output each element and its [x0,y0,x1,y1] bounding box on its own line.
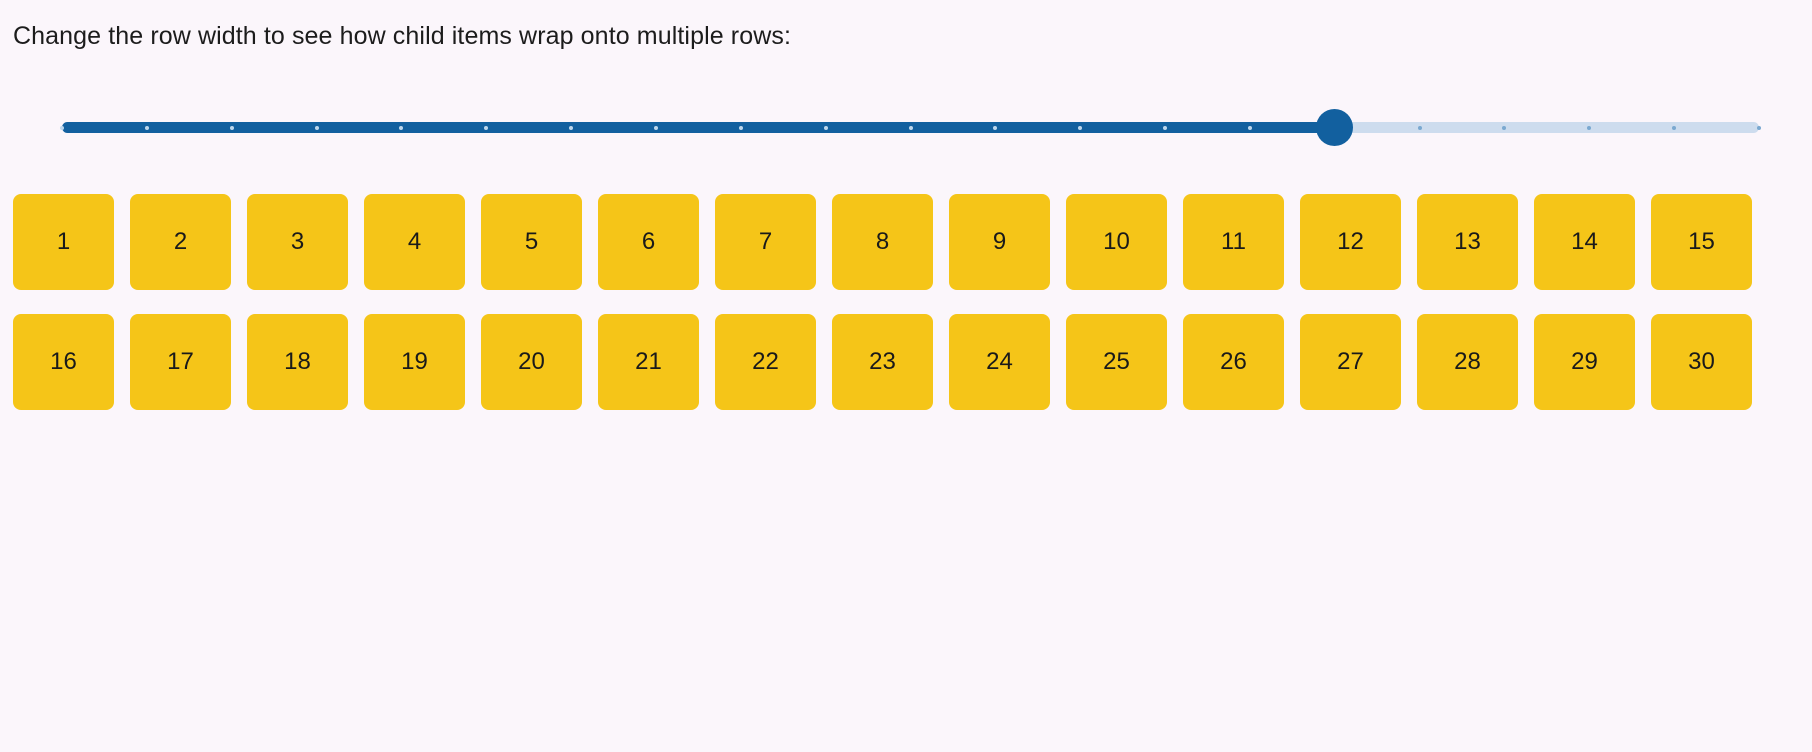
wrap-item-label: 6 [641,228,656,255]
wrap-item-label: 16 [50,348,77,375]
wrap-item: 30 [1651,314,1752,410]
wrap-item: 7 [715,194,816,290]
slider-tick [738,125,743,130]
wrap-item: 3 [247,194,348,290]
wrap-item: 1 [13,194,114,290]
wrap-item-label: 14 [1571,228,1598,255]
wrap-item-label: 9 [992,228,1007,255]
slider-tick [1163,125,1168,130]
wrap-item: 5 [481,194,582,290]
slider-tick [1417,125,1422,130]
wrap-item-label: 3 [290,228,305,255]
wrap-item-label: 29 [1571,348,1598,375]
wrap-item-label: 15 [1688,228,1715,255]
wrap-item: 20 [481,314,582,410]
wrap-item-label: 4 [407,228,422,255]
wrap-item-label: 12 [1337,228,1364,255]
wrap-item: 18 [247,314,348,410]
wrap-item-label: 23 [869,348,896,375]
wrap-item: 21 [598,314,699,410]
wrap-item-label: 13 [1454,228,1481,255]
slider-tick [1078,125,1083,130]
slider-tick [399,125,404,130]
wrap-item: 2 [130,194,231,290]
wrap-item: 24 [949,314,1050,410]
wrap-item-label: 8 [875,228,890,255]
wrap-item: 15 [1651,194,1752,290]
wrap-item: 28 [1417,314,1518,410]
slider-tick [908,125,913,130]
wrap-item: 4 [364,194,465,290]
wrap-item: 19 [364,314,465,410]
wrap-item: 17 [130,314,231,410]
wrap-item: 12 [1300,194,1401,290]
wrap-item-label: 18 [284,348,311,375]
slider-tick [484,125,489,130]
wrap-item: 25 [1066,314,1167,410]
wrap-item: 6 [598,194,699,290]
slider-tick [1247,125,1252,130]
slider-tick [229,125,234,130]
slider-tick [314,125,319,130]
wrap-item-label: 17 [167,348,194,375]
wrap-item-label: 24 [986,348,1013,375]
wrap-item: 13 [1417,194,1518,290]
slider-tick [653,125,658,130]
slider-tick [569,125,574,130]
slider-thumb[interactable] [1316,109,1354,146]
wrap-item-label: 22 [752,348,779,375]
page-title: Change the row width to see how child it… [13,22,792,50]
slider-tick [1587,125,1592,130]
wrap-item: 29 [1534,314,1635,410]
wrap-item-label: 20 [518,348,545,375]
wrap-item: 9 [949,194,1050,290]
slider-tick [1672,125,1677,130]
slider-tick [993,125,998,130]
wrap-item: 16 [13,314,114,410]
row-width-slider[interactable] [60,109,1761,146]
wrap-item-label: 25 [1103,348,1130,375]
wrap-item: 8 [832,194,933,290]
wrap-item: 23 [832,314,933,410]
wrap-item-label: 21 [635,348,662,375]
wrap-item: 27 [1300,314,1401,410]
wrap-item: 22 [715,314,816,410]
wrap-item-label: 5 [524,228,539,255]
slider-fill [62,122,1335,133]
wrap-item-label: 30 [1688,348,1715,375]
slider-tick [60,125,64,130]
wrap-item-label: 26 [1220,348,1247,375]
wrap-item-label: 28 [1454,348,1481,375]
wrap-item: 26 [1183,314,1284,410]
wrap-item-label: 19 [401,348,428,375]
wrap-item-label: 2 [173,228,188,255]
wrap-item-label: 7 [758,228,773,255]
slider-tick [1502,125,1507,130]
wrap-item-label: 10 [1103,228,1130,255]
slider-tick [823,125,828,130]
slider-tick [144,125,149,130]
wrap-item: 10 [1066,194,1167,290]
wrap-item-label: 27 [1337,348,1364,375]
wrap-item-label: 1 [56,228,71,255]
slider-tick [1757,125,1761,130]
wrap-item: 11 [1183,194,1284,290]
wrap-item-label: 11 [1221,228,1246,255]
wrap-item: 14 [1534,194,1635,290]
